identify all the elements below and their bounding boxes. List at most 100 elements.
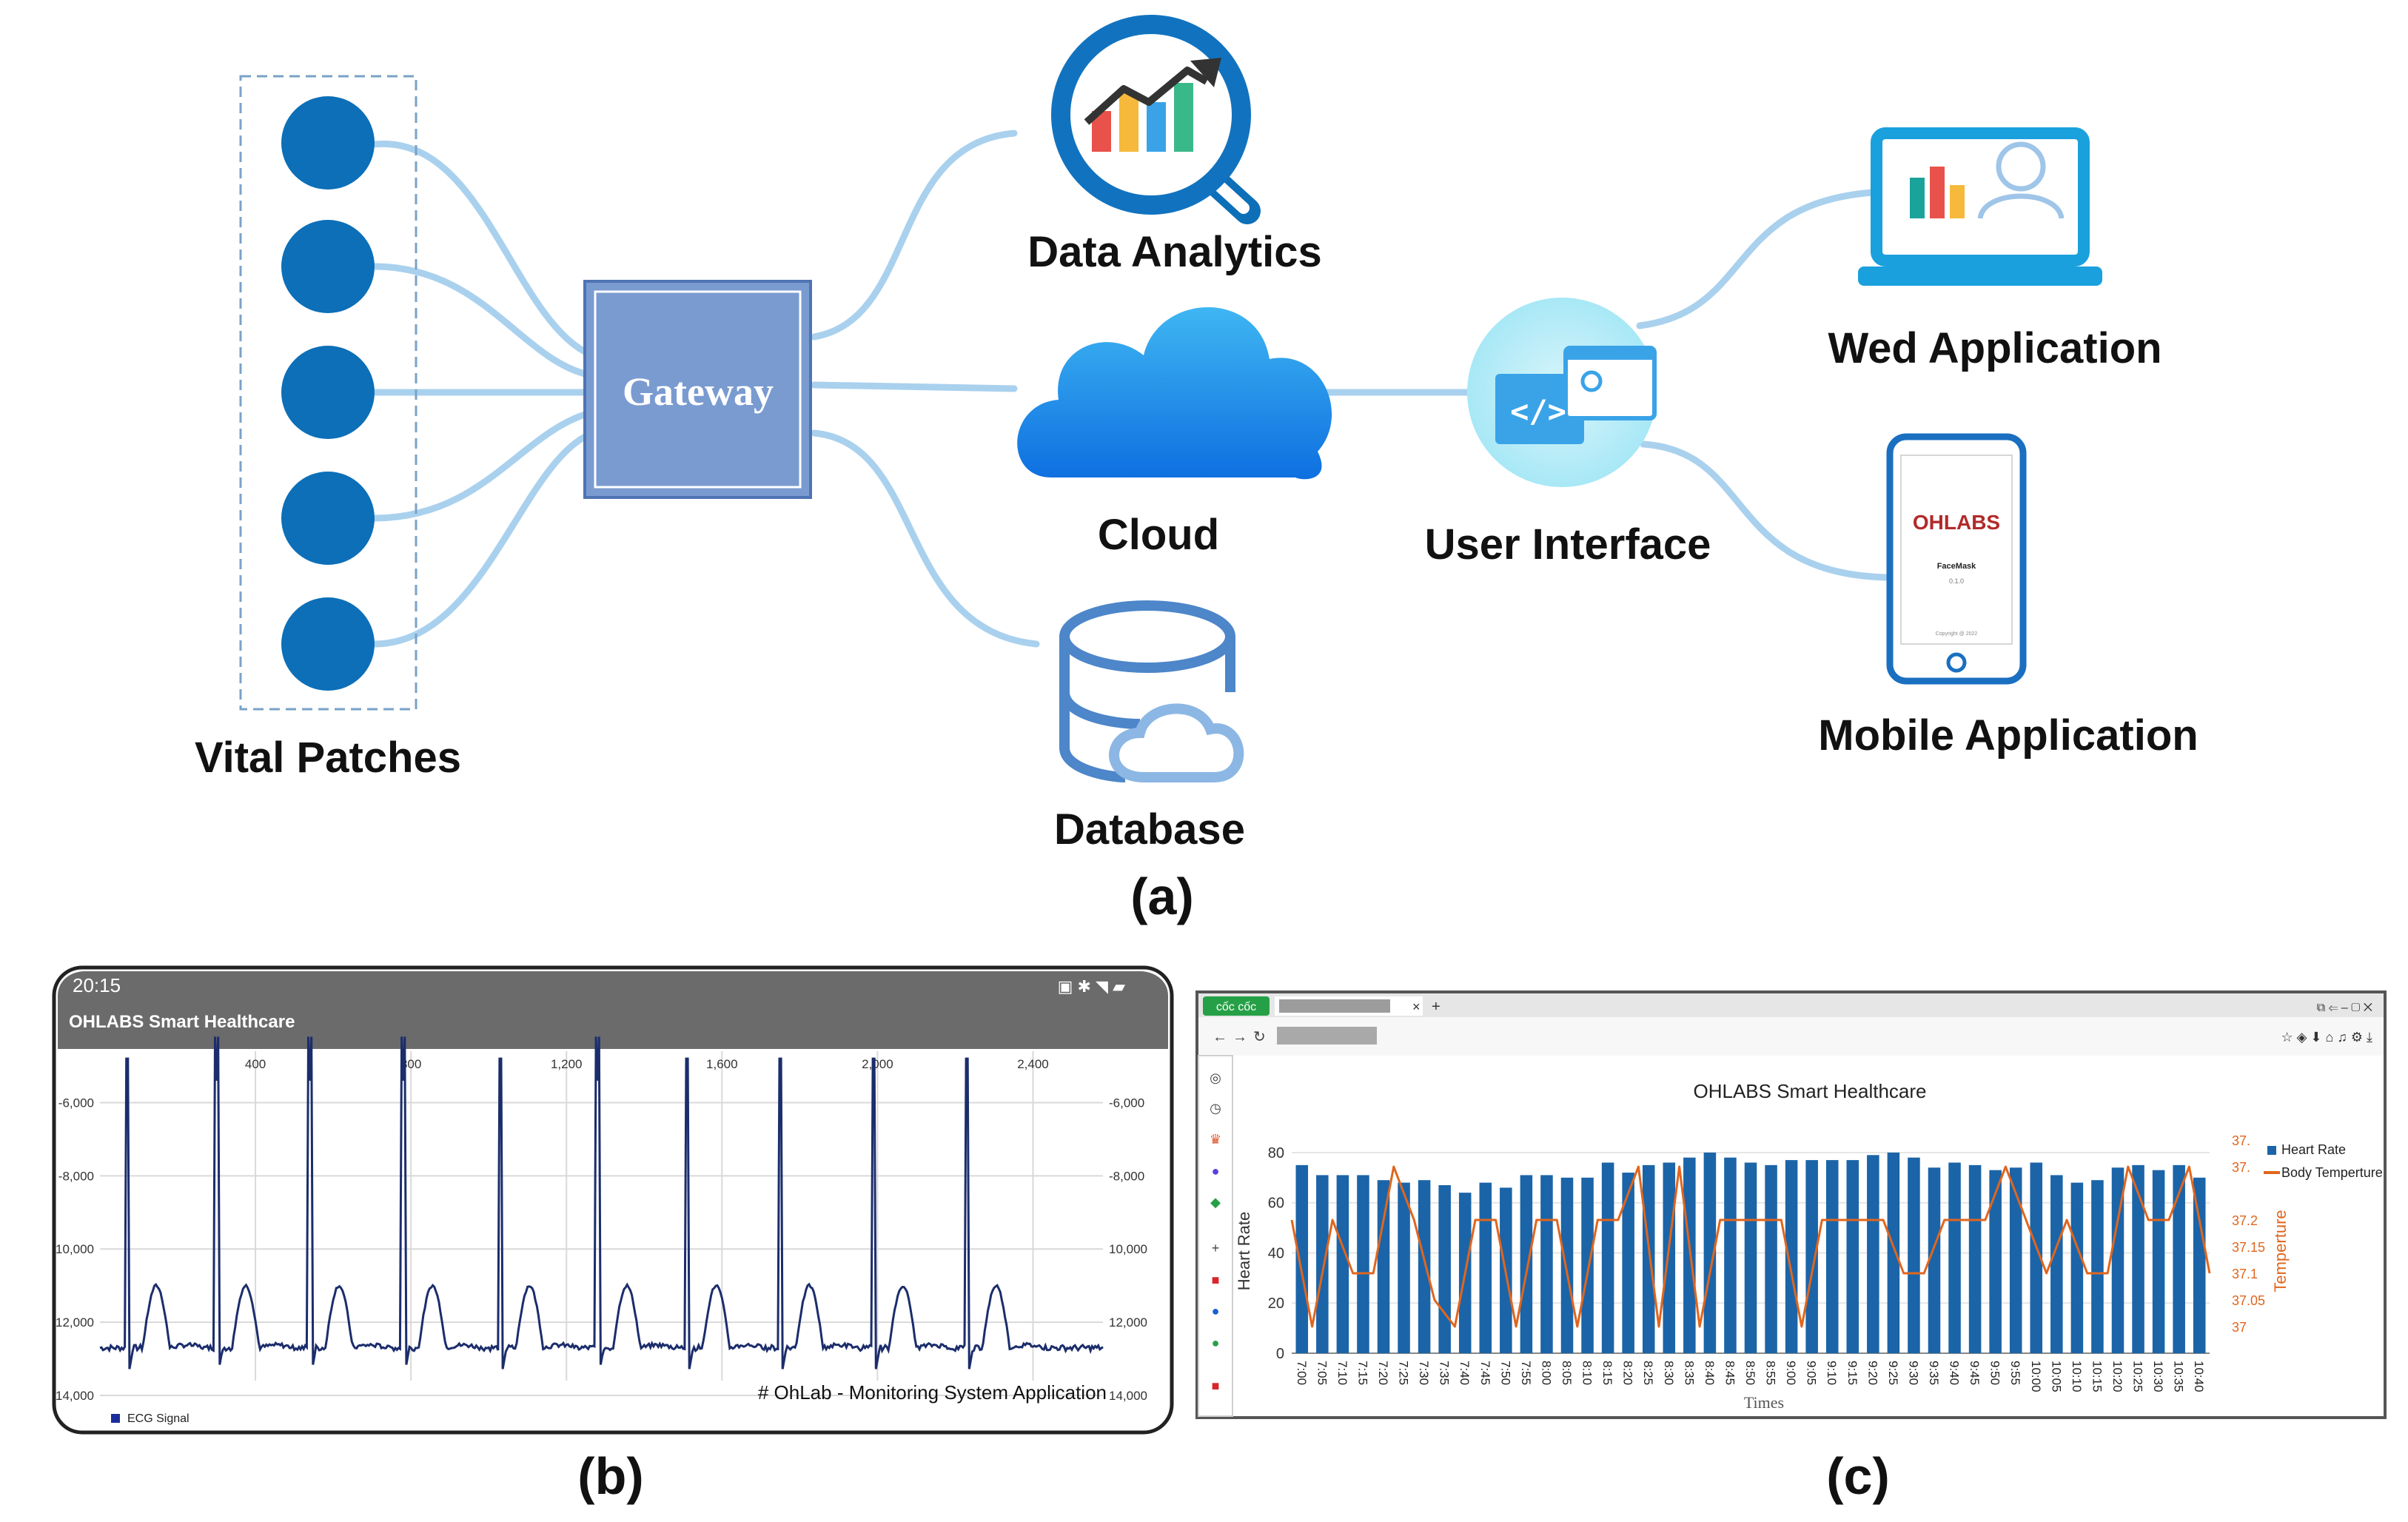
x-tick-label: 8:55 <box>1764 1361 1778 1385</box>
heart-rate-bar <box>2193 1177 2206 1353</box>
heart-rate-bar <box>1908 1157 1920 1353</box>
vital-patch-3 <box>281 346 375 439</box>
y-tick-label: 40 <box>1268 1245 1284 1261</box>
x-tick-label: 8:30 <box>1662 1361 1676 1385</box>
chart-title: OHLABS Smart Healthcare <box>1693 1080 1926 1102</box>
ecg-y-tick-right: 10,000 <box>1109 1242 1147 1256</box>
heart-rate-bar <box>1601 1162 1614 1353</box>
x-tick-label: 9:55 <box>2008 1361 2022 1385</box>
caption-b: (b) <box>577 1447 643 1505</box>
x-tick-label: 7:50 <box>1498 1361 1512 1385</box>
x-tick-label: 10:00 <box>2029 1361 2043 1392</box>
y2-axis-label: Temperture <box>2271 1210 2290 1292</box>
sidebar-crown-icon[interactable]: ♛ <box>1210 1132 1221 1147</box>
x-tick-label: 8:25 <box>1641 1361 1655 1385</box>
database-icon <box>1059 600 1244 782</box>
x-tick-label: 7:05 <box>1315 1361 1329 1385</box>
phone-header <box>58 971 1168 1049</box>
redacted-url[interactable] <box>1277 1027 1377 1045</box>
x-tick-label: 10:10 <box>2070 1361 2084 1392</box>
vital-patch-2 <box>281 220 375 313</box>
panel-b: 20:15 ▣ ✱ ◥ ▰ OHLABS Smart Healthcare 40… <box>52 965 1174 1505</box>
ecg-y-tick-right: 14,000 <box>1109 1389 1147 1403</box>
forward-icon[interactable]: → <box>1232 1029 1247 1045</box>
x-tick-label: 9:20 <box>1865 1361 1879 1385</box>
heart-rate-bar <box>1887 1152 1900 1353</box>
web-application-icon <box>1858 127 2102 286</box>
svg-text:</>: </> <box>1510 393 1566 429</box>
gateway-node: Gateway <box>583 280 812 499</box>
x-tick-label: 8:35 <box>1682 1361 1696 1385</box>
heart-rate-bar <box>1438 1184 1451 1353</box>
x-tick-label: 10:30 <box>2151 1361 2165 1392</box>
user-interface-icon: </> <box>1467 298 1657 487</box>
x-tick-label: 8:50 <box>1743 1361 1757 1385</box>
new-tab-icon[interactable]: + <box>1432 999 1441 1015</box>
ecg-y-tick-left: 14,000 <box>56 1389 94 1403</box>
browser-badge <box>1203 996 1270 1016</box>
heart-rate-bar <box>1540 1175 1553 1353</box>
x-axis-label: Times <box>1744 1393 1784 1412</box>
heart-rate-bar <box>2091 1180 2104 1353</box>
heart-rate-bar <box>1968 1164 1982 1353</box>
heart-rate-bar <box>1520 1175 1533 1353</box>
x-tick-label: 8:40 <box>1703 1361 1717 1385</box>
heart-rate-bar <box>1316 1175 1329 1353</box>
browser-addressbar <box>1198 1017 2384 1056</box>
window-controls-icon[interactable]: ⧉ ⇐ – ▢ ✕ <box>2317 1002 2372 1014</box>
heart-rate-bar <box>1479 1182 1492 1353</box>
vital-patch-circles <box>281 96 375 691</box>
heart-rate-bar <box>1663 1162 1676 1353</box>
sidebar-youtube-icon[interactable]: ■ <box>1212 1273 1220 1287</box>
heart-rate-bar <box>1622 1173 1634 1353</box>
ecg-legend-swatch <box>111 1414 120 1423</box>
x-tick-label: 8:15 <box>1600 1361 1614 1385</box>
ecg-y-tick-left: -8,000 <box>58 1169 94 1183</box>
ecg-signal-line <box>99 1036 1104 1370</box>
mobile-screen-app: FaceMask <box>1937 562 1976 571</box>
y-axis-label: Heart Rate <box>1235 1212 1253 1290</box>
browser-sidebar <box>1198 1055 1233 1417</box>
status-time: 20:15 <box>73 974 121 996</box>
sidebar-target-icon[interactable]: ◎ <box>1210 1070 1221 1085</box>
vital-patch-1 <box>281 96 375 190</box>
sidebar-history-icon[interactable]: ◷ <box>1210 1101 1221 1116</box>
x-tick-label: 10:20 <box>2110 1361 2124 1392</box>
toolbar-icons[interactable]: ☆ ◈ ⬇ ⌂ ♫ ⚙ ⤓ <box>2281 1030 2372 1045</box>
reload-icon[interactable]: ↻ <box>1253 1029 1266 1045</box>
mobile-application-label: Mobile Application <box>1818 711 2198 760</box>
heart-rate-bar <box>1805 1160 1818 1353</box>
heart-rate-bar <box>2111 1167 2124 1353</box>
heart-rate-bar <box>1683 1157 1696 1353</box>
heart-rate-bar <box>1928 1167 1941 1353</box>
x-tick-label: 7:00 <box>1295 1361 1309 1385</box>
ecg-legend-label: ECG Signal <box>127 1412 190 1425</box>
sidebar-messenger-icon[interactable]: ● <box>1212 1164 1220 1179</box>
x-tick-label: 7:55 <box>1519 1361 1533 1385</box>
ecg-y-tick-right: -8,000 <box>1109 1169 1144 1183</box>
heart-rate-bar <box>1336 1175 1349 1353</box>
y2-tick-label: 37. <box>2232 1133 2250 1148</box>
back-icon[interactable]: ← <box>1213 1029 1227 1045</box>
heart-rate-bar <box>1703 1152 1717 1353</box>
x-tick-label: 9:40 <box>1948 1361 1962 1385</box>
sidebar-facebook-icon[interactable]: ● <box>1212 1304 1220 1318</box>
heart-rate-bar <box>2009 1167 2022 1353</box>
y2-tick-label: 37.2 <box>2232 1213 2258 1228</box>
browser-badge-label: cốc cốc <box>1216 1001 1256 1013</box>
y2-tick-label: 37.05 <box>2232 1293 2265 1308</box>
heart-rate-bar <box>1825 1160 1839 1353</box>
sidebar-game-icon[interactable]: ◆ <box>1210 1195 1221 1210</box>
x-tick-label: 8:45 <box>1723 1361 1737 1385</box>
tab-close-icon[interactable]: × <box>1412 999 1421 1014</box>
sidebar-red-icon[interactable]: ■ <box>1212 1378 1220 1393</box>
x-tick-label: 9:05 <box>1805 1361 1819 1385</box>
sidebar-green-icon[interactable]: ● <box>1212 1335 1220 1350</box>
sidebar-add-icon[interactable]: + <box>1212 1241 1220 1256</box>
x-tick-label: 8:05 <box>1560 1361 1574 1385</box>
x-tick-label: 10:40 <box>2192 1361 2206 1392</box>
